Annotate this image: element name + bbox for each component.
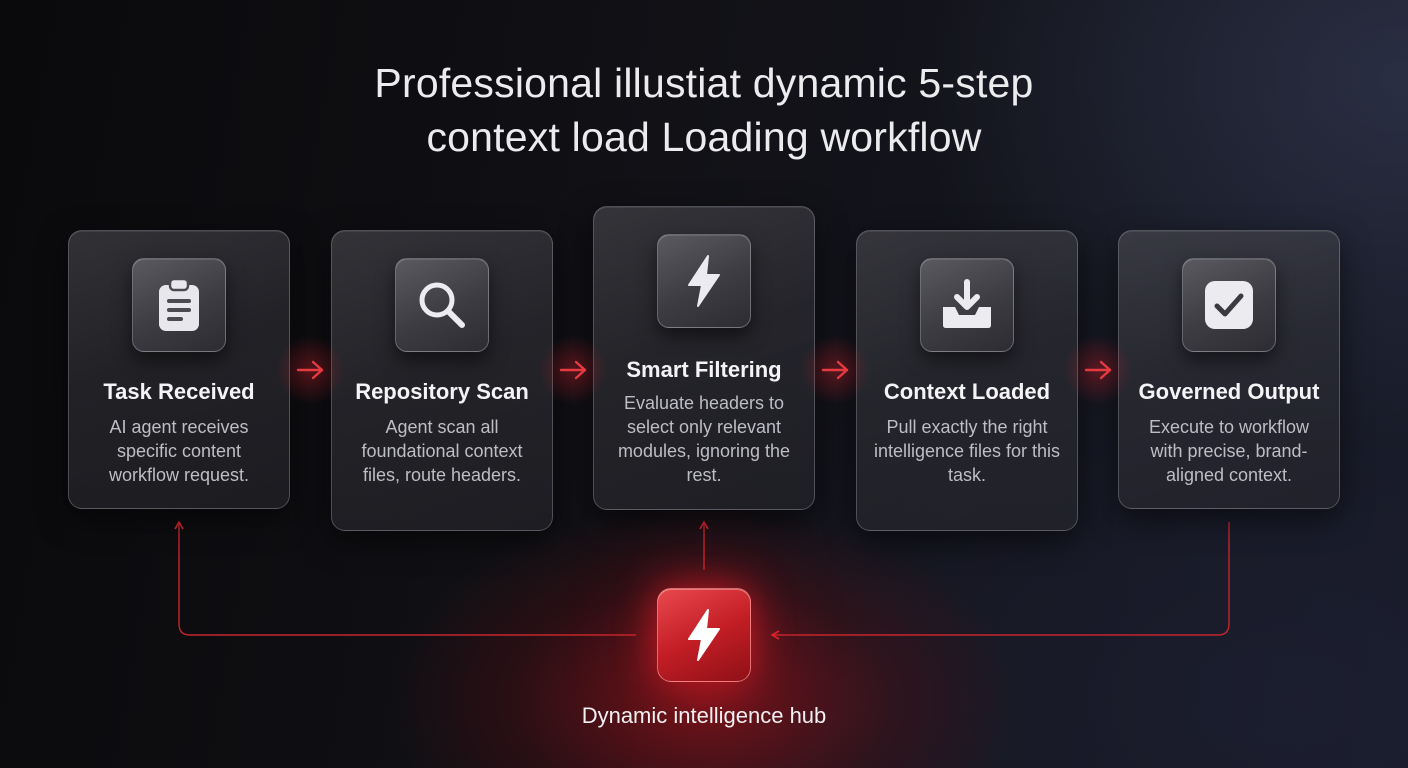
connector-hub-to-task-received: [174, 520, 636, 636]
step-card-governed-output: Governed Output Execute to workflow with…: [1118, 230, 1340, 509]
hub-lightning-bolt-icon: [657, 588, 751, 682]
checkmark-box-icon: [1182, 258, 1276, 352]
clipboard-icon: [132, 258, 226, 352]
step-title: Smart Filtering: [626, 357, 782, 382]
arrow-right-icon: [296, 360, 324, 380]
step-title: Task Received: [103, 379, 255, 404]
step-description: Agent scan all foundational context file…: [361, 417, 523, 485]
arrow-right-icon: [559, 360, 587, 380]
step-card-repository-scan: Repository Scan Agent scan all foundatio…: [331, 230, 553, 531]
step-card-smart-filtering: Smart Filtering Evaluate headers to sele…: [593, 206, 815, 510]
step-description: Pull exactly the right intelligence file…: [873, 417, 1061, 485]
magnifier-icon: [395, 258, 489, 352]
step-description: Execute to workflow with precise, brand-…: [1148, 417, 1310, 485]
lightning-bolt-icon: [657, 234, 751, 328]
step-description: AI agent receives specific content workf…: [108, 417, 250, 485]
step-title: Context Loaded: [883, 379, 1051, 404]
connector-governed-output-to-hub: [770, 522, 1230, 640]
step-card-context-loaded: Context Loaded Pull exactly the right in…: [856, 230, 1078, 531]
diagram-title-line-1: Professional illustiat dynamic 5-step: [374, 60, 1034, 106]
step-description: Evaluate headers to select only relevant…: [617, 393, 791, 485]
step-title: Governed Output: [1138, 379, 1320, 404]
step-card-task-received: Task Received AI agent receives specific…: [68, 230, 290, 509]
arrow-right-icon: [1084, 360, 1112, 380]
arrow-right-icon: [821, 360, 849, 380]
download-tray-icon: [920, 258, 1014, 352]
hub-label: Dynamic intelligence hub: [581, 703, 827, 728]
diagram-title-line-2: context load Loading workflow: [426, 114, 982, 160]
step-title: Repository Scan: [355, 379, 529, 404]
